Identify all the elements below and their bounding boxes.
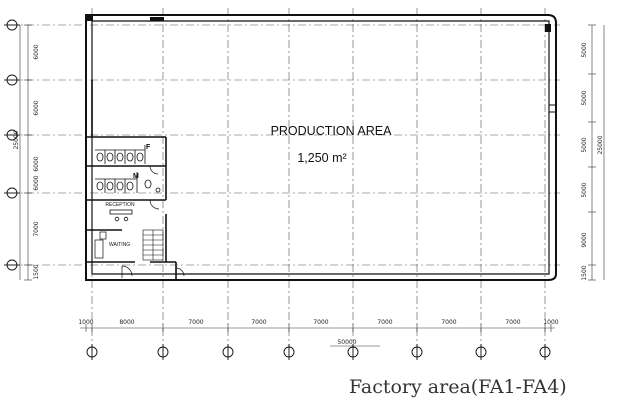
waiting-label: WAITING xyxy=(109,242,130,248)
production-area-size: 1,250 m² xyxy=(297,151,346,165)
left-dim-label: 7000 xyxy=(33,221,40,236)
right-dim-label: 5000 xyxy=(581,137,588,152)
waiting-furniture xyxy=(94,231,107,259)
left-dim-label: 6000 xyxy=(33,44,40,59)
left-dim-label: 1500 xyxy=(33,264,40,279)
left-dimension-chain xyxy=(19,24,32,281)
bottom-dim-label: 7000 xyxy=(188,319,203,326)
bottom-dim-label: 7000 xyxy=(505,319,520,326)
bottom-dim-label: 7000 xyxy=(313,319,328,326)
reception-label: RECEPTION xyxy=(105,202,135,208)
right-total-label: 25000 xyxy=(597,135,604,154)
bottom-dim-label: 1000 xyxy=(78,319,93,326)
doors xyxy=(121,165,185,278)
female-toilet-label: F xyxy=(146,144,151,151)
columns xyxy=(86,15,551,32)
production-area-label: PRODUCTION AREA xyxy=(271,124,393,138)
bottom-dim-label: 7000 xyxy=(377,319,392,326)
bottom-dimension-chain xyxy=(80,324,555,347)
right-dim-label: 5000 xyxy=(581,42,588,57)
exterior-walls xyxy=(85,14,557,281)
right-dimension-labels: 5000 5000 5000 5000 9000 1500 25000 xyxy=(581,42,604,280)
right-dim-label: 9000 xyxy=(581,232,588,247)
grid-lines xyxy=(10,8,560,360)
left-dim-label: 6000 xyxy=(33,100,40,115)
female-toilets xyxy=(95,145,146,164)
left-grid-markers xyxy=(4,19,20,271)
office-walls xyxy=(86,80,177,280)
right-dimension-chain xyxy=(588,24,605,281)
left-total-label: 25000 xyxy=(13,130,20,149)
figure-caption: Factory area(FA1-FA4) xyxy=(349,376,567,398)
male-toilet-label: M xyxy=(133,173,139,180)
right-dim-label: 5000 xyxy=(581,182,588,197)
bottom-dim-label: 1000 xyxy=(543,319,558,326)
left-dimension-labels: 6000 6000 6000 6000 7000 1500 25000 xyxy=(13,44,40,279)
right-dim-label: 1500 xyxy=(581,265,588,280)
bottom-dim-label: 8000 xyxy=(119,319,134,326)
right-dim-label: 5000 xyxy=(581,90,588,105)
bottom-dim-label: 7000 xyxy=(441,319,456,326)
bottom-total-label: 50000 xyxy=(337,339,356,346)
male-toilets xyxy=(95,172,161,193)
bottom-dim-label: 7000 xyxy=(251,319,266,326)
stairs xyxy=(142,229,164,261)
reception-desk xyxy=(109,209,133,222)
bottom-dimension-labels: 1000 8000 7000 7000 7000 7000 7000 7000 … xyxy=(78,319,558,346)
bottom-grid-markers xyxy=(86,344,551,360)
left-dim-label: 6000 xyxy=(33,156,40,171)
left-dim-label: 6000 xyxy=(33,175,40,190)
